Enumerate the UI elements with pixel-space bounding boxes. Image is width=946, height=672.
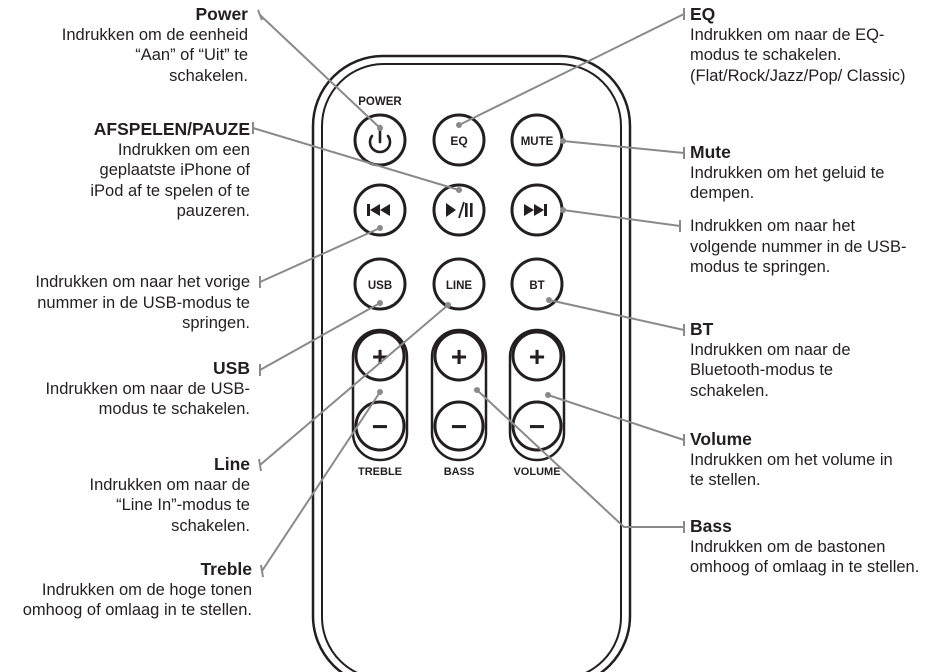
callout-playpause: AFSPELEN/PAUZE Indrukken om een geplaats… <box>0 119 250 222</box>
line-button[interactable]: LINE <box>432 257 486 311</box>
bass-caption: BASS <box>444 466 475 478</box>
volume-caption: VOLUME <box>513 466 560 478</box>
leader-bass-dot <box>474 387 480 393</box>
callout-next-text: Indrukken om naar het volgende nummer in… <box>690 217 907 276</box>
callout-usb-title: USB <box>213 358 250 378</box>
treble-rocker: + − <box>351 328 409 462</box>
callout-line-title: Line <box>214 454 250 474</box>
callout-line-text: Indrukken om naar de “Line In”-modus te … <box>89 475 250 535</box>
treble-plus-button[interactable]: + <box>354 330 406 382</box>
power-button[interactable] <box>353 113 407 167</box>
leader-playpause-dot <box>456 187 462 193</box>
volume-plus-button[interactable]: + <box>511 330 563 382</box>
mute-button[interactable]: MUTE <box>510 113 564 167</box>
next-track-button[interactable] <box>510 183 564 237</box>
bt-button-label: BT <box>529 280 544 292</box>
treble-caption: TREBLE <box>358 466 402 478</box>
callout-volume-text: Indrukken om het volume in te stellen. <box>690 450 893 490</box>
usb-button[interactable]: USB <box>353 257 407 311</box>
callout-power-text: Indrukken om de eenheid “Aan” of “Uit” t… <box>61 25 248 85</box>
callout-eq-title: EQ <box>690 4 716 24</box>
bass-rocker: + − <box>430 328 488 462</box>
callout-volume: Volume Indrukken om het volume in te ste… <box>690 429 935 491</box>
leader-mute <box>562 140 685 154</box>
callout-bt-text: Indrukken om naar de Bluetooth-modus te … <box>690 340 851 400</box>
bass-minus-label: − <box>451 411 467 442</box>
previous-track-icon <box>367 204 390 216</box>
callout-power-title: Power <box>195 4 248 24</box>
leader-bt-dot <box>546 297 552 303</box>
callout-bass-text: Indrukken om de bastonen omhoog of omlaa… <box>690 537 920 577</box>
callout-mute-text: Indrukken om het geluid te dempen. <box>690 163 885 203</box>
callout-volume-title: Volume <box>690 429 752 449</box>
leader-power <box>259 14 381 129</box>
callout-line: Line Indrukken om naar de “Line In”-modu… <box>0 454 250 536</box>
callout-treble: Treble Indrukken om de hoge tonen omhoog… <box>0 559 252 621</box>
next-track-icon <box>524 204 547 216</box>
leader-mute-dot <box>560 138 566 144</box>
leader-lines-right <box>456 8 685 533</box>
leader-volume-dot <box>545 392 551 398</box>
callout-eq-text: Indrukken om naar de EQ-modus te schakel… <box>690 25 906 85</box>
power-caption: POWER <box>358 96 402 108</box>
treble-minus-label: − <box>372 411 388 442</box>
callout-usb-text: Indrukken om naar de USB-modus te schake… <box>45 379 250 419</box>
callout-next: Indrukken om naar het volgende nummer in… <box>690 216 935 278</box>
callout-eq: EQ Indrukken om naar de EQ-modus te scha… <box>690 4 935 86</box>
previous-track-button[interactable] <box>353 183 407 237</box>
leader-power-dot <box>377 125 383 131</box>
callout-treble-text: Indrukken om de hoge tonen omhoog of oml… <box>22 580 252 620</box>
line-button-label: LINE <box>446 280 473 292</box>
mute-button-label: MUTE <box>521 136 554 148</box>
callout-playpause-text: Indrukken om een geplaatste iPhone of iP… <box>90 140 250 221</box>
leader-bt <box>548 299 685 331</box>
eq-button-label: EQ <box>450 134 467 148</box>
leader-eq-dot <box>456 122 462 128</box>
bass-plus-label: + <box>451 341 467 372</box>
play-pause-icon <box>446 201 473 219</box>
callout-usb: USB Indrukken om naar de USB-modus te sc… <box>0 358 250 420</box>
leader-volume <box>547 394 685 441</box>
leader-next <box>562 209 681 227</box>
leader-next-dot <box>560 207 566 213</box>
usb-button-label: USB <box>368 280 392 292</box>
leader-lines <box>252 9 462 578</box>
callout-prev: Indrukken om naar het vorige nummer in d… <box>0 272 250 334</box>
treble-plus-label: + <box>372 341 388 372</box>
bass-plus-button[interactable]: + <box>433 330 485 382</box>
callout-mute: Mute Indrukken om het geluid te dempen. <box>690 142 935 204</box>
callout-treble-title: Treble <box>200 559 252 579</box>
treble-minus-button[interactable]: − <box>354 400 406 452</box>
leader-line-dot <box>445 302 451 308</box>
leader-playpause <box>252 127 460 191</box>
leader-eq <box>458 13 685 126</box>
callout-bt-title: BT <box>690 319 714 339</box>
eq-button[interactable]: EQ <box>432 113 486 167</box>
leader-treble <box>261 391 381 572</box>
volume-plus-label: + <box>529 341 545 372</box>
callout-power: Power Indrukken om de eenheid “Aan” of “… <box>0 4 248 86</box>
remote-body-inner <box>321 63 622 672</box>
bass-minus-button[interactable]: − <box>433 400 485 452</box>
leader-bass <box>476 389 684 528</box>
leader-line <box>259 304 449 466</box>
leader-usb-dot <box>377 300 383 306</box>
volume-minus-label: − <box>529 411 545 442</box>
callout-bt: BT Indrukken om naar de Bluetooth-modus … <box>690 319 935 401</box>
leader-treble-dot <box>377 389 383 395</box>
play-pause-button[interactable] <box>432 183 486 237</box>
leader-usb <box>259 302 381 371</box>
bt-button[interactable]: BT <box>510 257 564 311</box>
callout-bass: Bass Indrukken om de bastonen omhoog of … <box>690 516 940 578</box>
callout-mute-title: Mute <box>690 142 731 162</box>
volume-minus-button[interactable]: − <box>511 400 563 452</box>
callout-prev-text: Indrukken om naar het vorige nummer in d… <box>35 273 250 332</box>
leader-prev <box>259 227 381 283</box>
leader-prev-dot <box>377 225 383 231</box>
callout-bass-title: Bass <box>690 516 732 536</box>
volume-rocker: + − <box>508 328 566 462</box>
callout-playpause-title: AFSPELEN/PAUZE <box>93 119 250 139</box>
